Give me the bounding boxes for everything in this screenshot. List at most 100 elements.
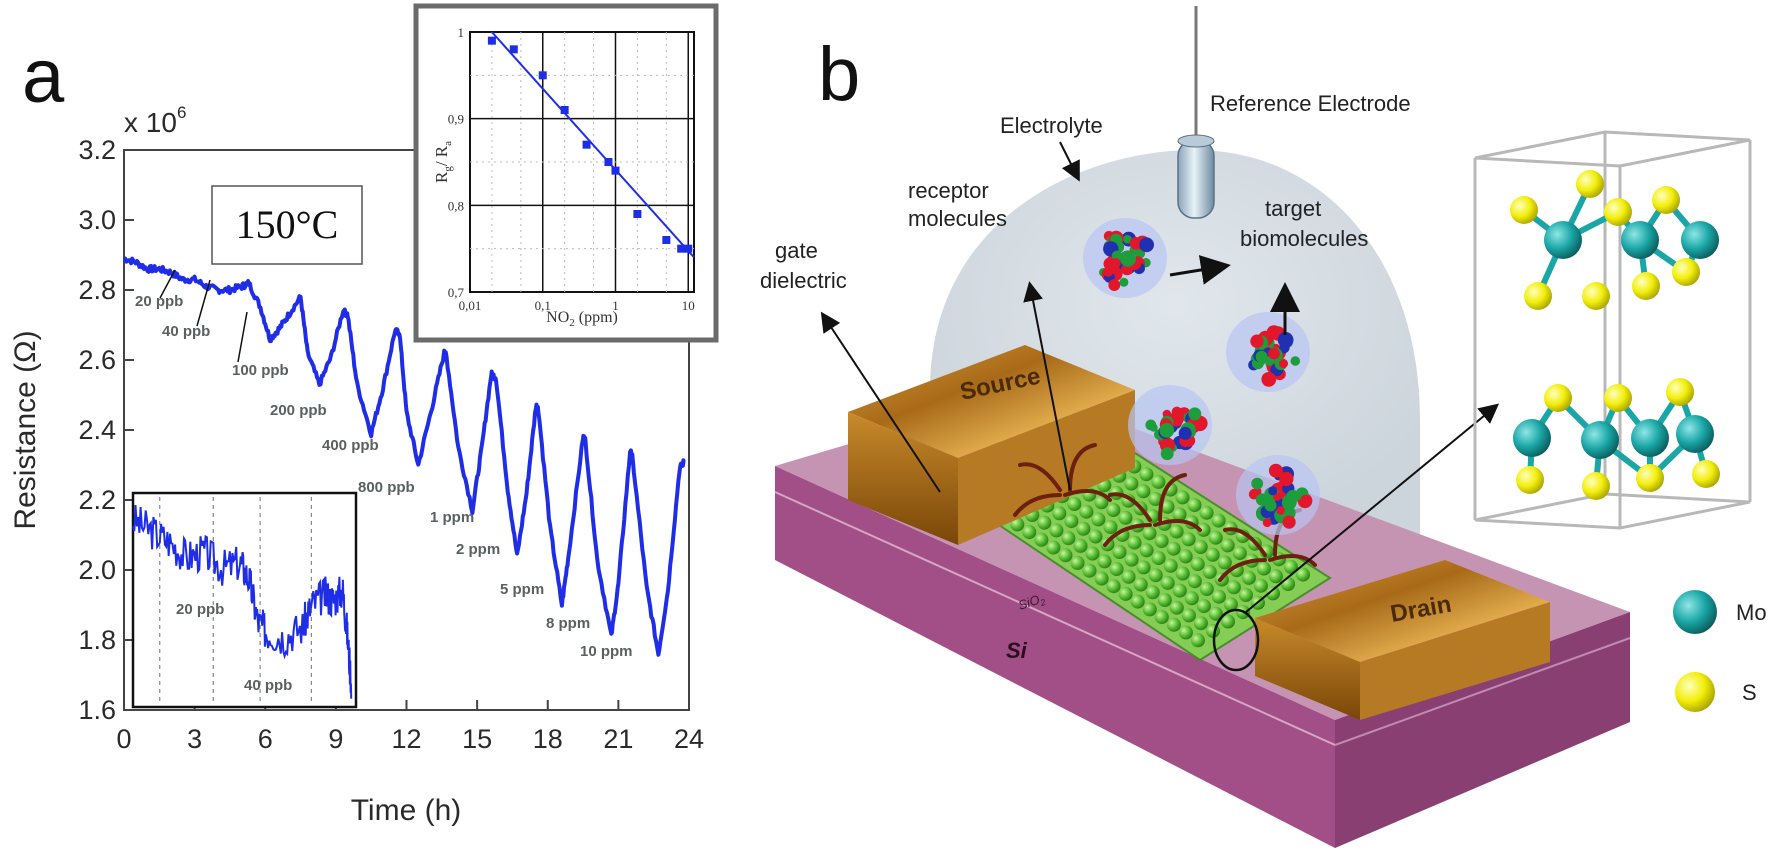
molybdenum-atom <box>1581 421 1619 459</box>
molybdenum-atom <box>1544 221 1582 259</box>
concentration-annotation: 20 ppb <box>135 293 183 310</box>
channel-atom <box>1154 534 1169 548</box>
annotation-leader <box>237 311 248 363</box>
channel-atom <box>1058 548 1073 563</box>
inset-data-point <box>677 244 686 253</box>
channel-atom <box>1208 530 1223 545</box>
inset-data-point <box>560 106 569 114</box>
sulfur-atom <box>1652 186 1680 214</box>
biomolecule-residue <box>1268 463 1283 478</box>
temperature-box <box>211 185 363 265</box>
zoom-circle <box>1212 608 1260 672</box>
channel-atom <box>1172 583 1187 598</box>
channel-atom <box>1097 554 1112 569</box>
inset-data-point <box>604 158 613 166</box>
channel-atom <box>1221 614 1235 629</box>
biomolecule-residue <box>1268 347 1280 360</box>
channel-atom <box>1241 570 1256 585</box>
channel-atom <box>1226 580 1241 595</box>
biomolecule-residue <box>1178 426 1192 440</box>
channel-atom <box>1067 497 1082 511</box>
channel-atom <box>1142 602 1157 617</box>
channel-atom <box>1208 606 1223 621</box>
biomolecule-residue <box>1250 334 1264 348</box>
biomolecule-residue <box>1255 350 1268 363</box>
gate-arrow <box>820 311 941 493</box>
inset-low-series <box>132 497 353 703</box>
channel-atom <box>1118 510 1133 525</box>
y-tick-label: 2.4 <box>78 415 116 445</box>
channel-atom <box>1175 490 1190 505</box>
x-tick-label: 6 <box>258 724 273 754</box>
biomolecule-residue <box>1264 499 1277 512</box>
inset-x-tick-label: 10 <box>682 298 695 313</box>
biomolecule-residue <box>1279 359 1288 369</box>
reference-electrode-label: Reference Electrode <box>1210 91 1411 116</box>
channel-atom <box>1160 499 1175 514</box>
channel-atom <box>1124 552 1139 567</box>
annotation-leader <box>159 269 176 299</box>
inset-data-point <box>662 236 671 244</box>
annotation-leader <box>196 279 211 327</box>
channel-atom <box>1253 578 1268 593</box>
biomolecule-residue <box>1119 250 1135 265</box>
inset-data-point <box>487 36 496 45</box>
sulfur-atom <box>1692 460 1720 488</box>
channel-atom <box>1223 597 1238 612</box>
channel-atom <box>1220 538 1235 553</box>
legend-mo-label: Mo <box>1736 600 1767 625</box>
concentration-annotation: 2 ppm <box>456 541 500 558</box>
channel-atom <box>1163 558 1178 573</box>
target-label-line1: target <box>1265 196 1321 221</box>
channel-atom <box>1238 588 1253 602</box>
channel-atom <box>1136 484 1151 499</box>
temperature-label: 150°C <box>236 202 339 247</box>
channel-atom <box>1052 506 1067 521</box>
channel-atom <box>1202 564 1217 579</box>
biomolecule-residue <box>1251 477 1264 490</box>
molybdenum-atom <box>1676 415 1714 453</box>
channel-atom <box>1010 517 1025 532</box>
biomolecule-residue <box>1110 258 1121 269</box>
biomolecule-residue <box>1188 407 1202 421</box>
channel-atom <box>1196 522 1211 537</box>
biomolecule-residue <box>1139 237 1154 253</box>
channel-atom <box>1079 504 1094 519</box>
inset-data-point <box>582 140 591 149</box>
channel-atom <box>1191 633 1205 648</box>
channel-atom <box>1082 563 1097 578</box>
channel-atom <box>1118 586 1133 601</box>
biomolecule-residue <box>1261 372 1277 387</box>
concentration-annotation: 40 ppb <box>162 323 210 340</box>
sulfur-atom <box>1582 282 1610 310</box>
x-tick-label: 12 <box>391 724 421 754</box>
channel-atom <box>1064 514 1079 529</box>
channel-atom <box>1268 569 1283 584</box>
y-tick-label: 2.6 <box>78 345 116 375</box>
substrate-front <box>775 466 1335 848</box>
molybdenum-atom <box>1681 221 1719 259</box>
crystal-atoms <box>1510 170 1720 500</box>
channel-atom <box>1199 505 1214 520</box>
y-tick-label: 1.8 <box>78 625 116 655</box>
inset-low-concentration: 20 ppb 40 ppb <box>131 491 358 709</box>
channel-atom <box>1211 589 1226 604</box>
channel-atom <box>1106 503 1121 517</box>
concentration-annotation: 5 ppm <box>500 581 544 598</box>
inset-x-tick-label: 0,01 <box>459 298 482 313</box>
gate-label-line1: gate <box>775 238 818 263</box>
channel-atom <box>1085 546 1100 561</box>
concentration-annotation: 8 ppm <box>546 615 590 632</box>
channel-atom <box>1217 555 1232 570</box>
inset-x-tick-label: 1 <box>612 298 619 313</box>
channel-atom <box>1187 574 1202 589</box>
channel-atom <box>1151 551 1166 566</box>
channel-atom <box>1169 524 1184 539</box>
inset-y-tick-label: 1 <box>458 25 465 40</box>
channel-atom <box>1178 549 1193 564</box>
zoom-arrow <box>1245 403 1500 613</box>
molybdenum-atom <box>1513 419 1551 457</box>
